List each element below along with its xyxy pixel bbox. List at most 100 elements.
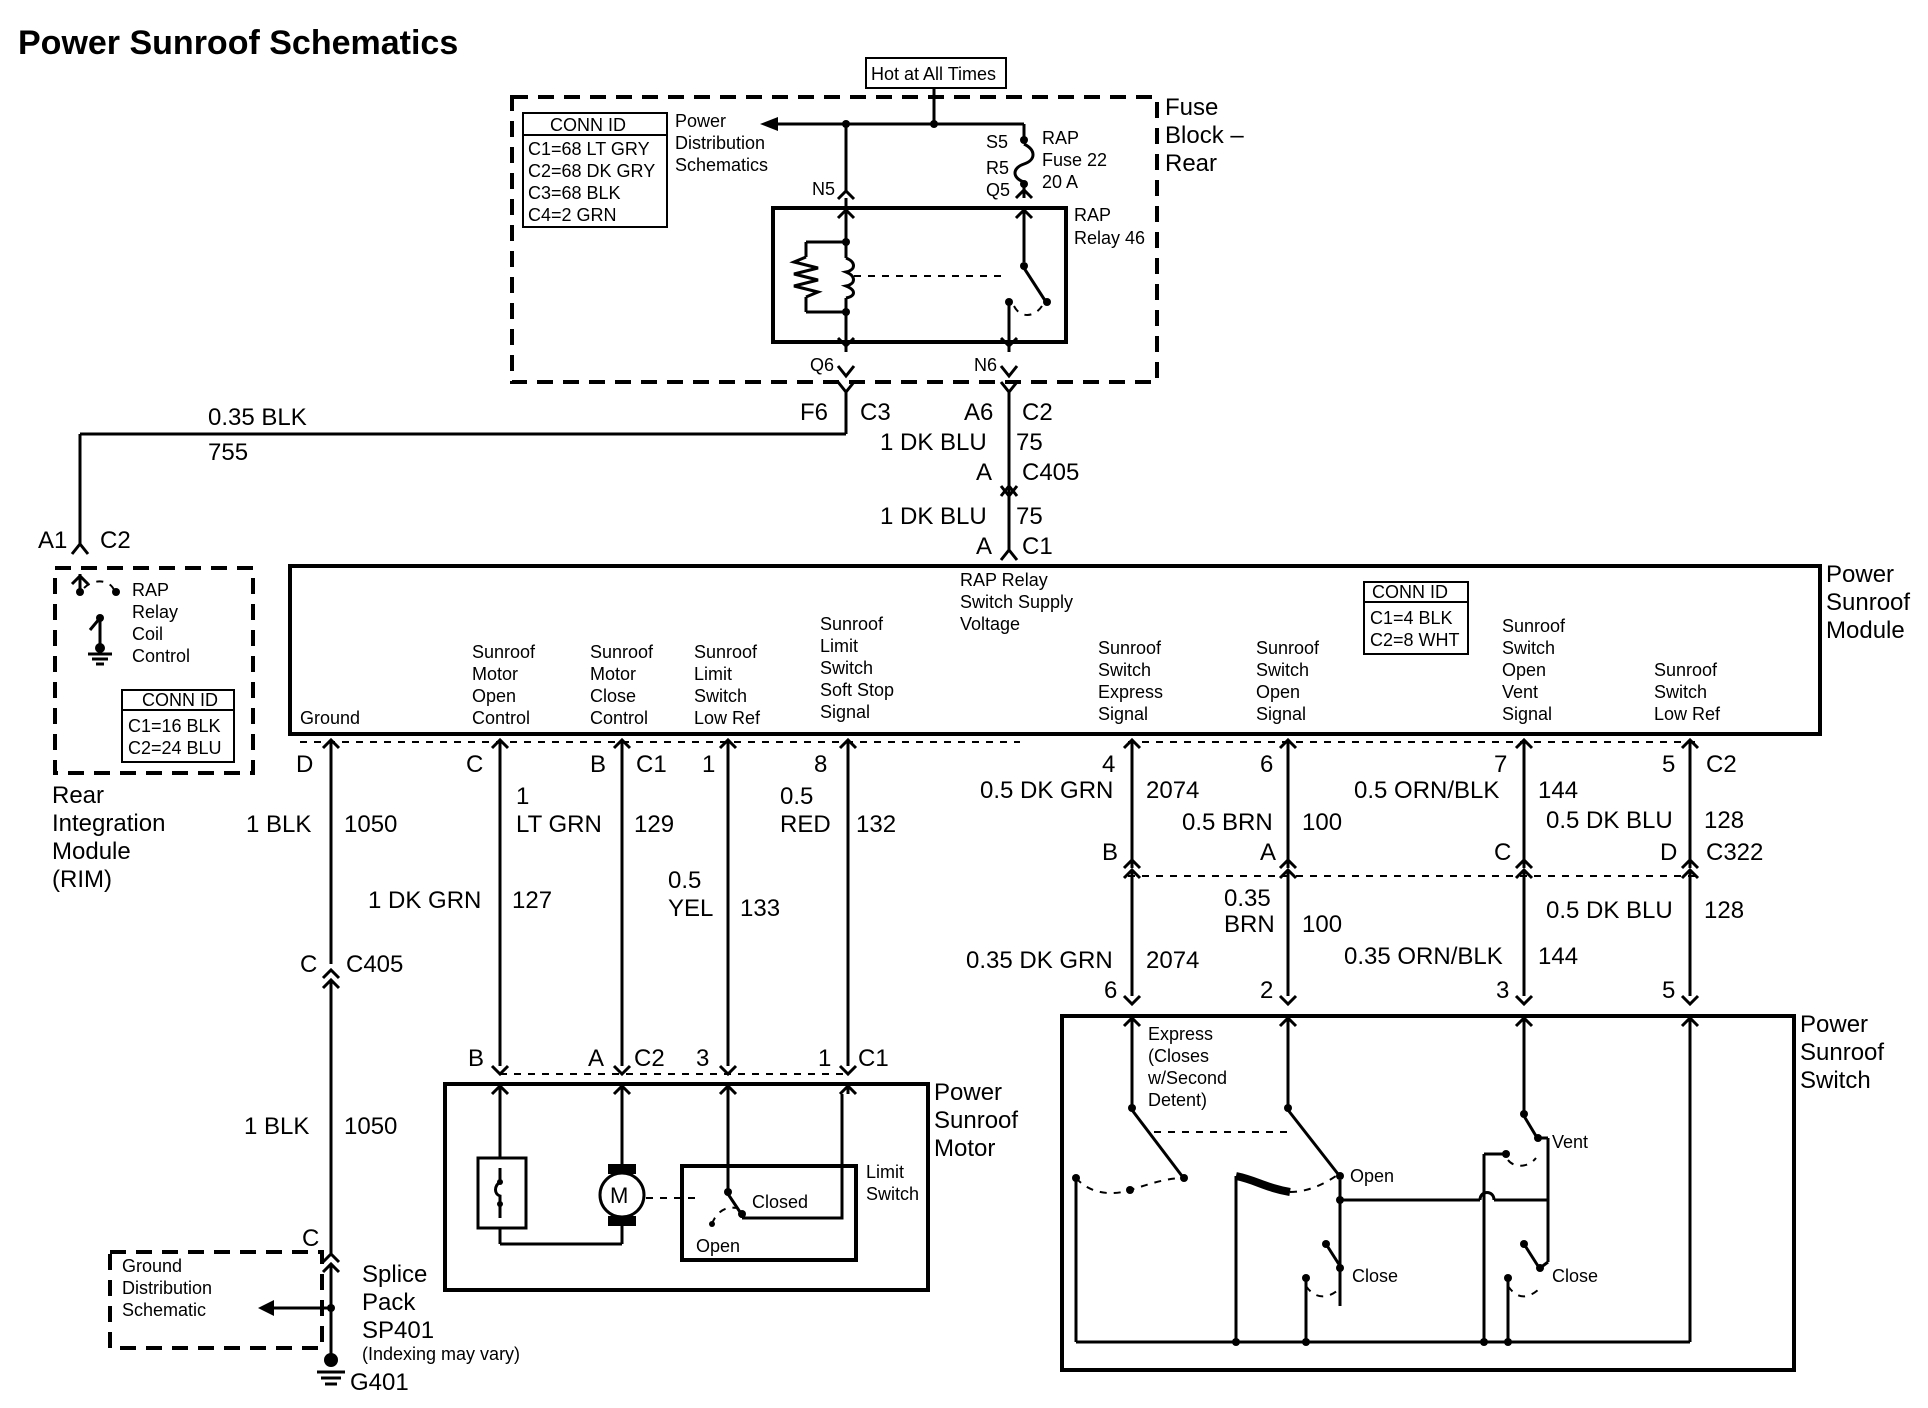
- svg-text:0.35 BLK: 0.35 BLK: [208, 404, 307, 431]
- svg-text:RAP: RAP: [1074, 205, 1111, 225]
- svg-text:Switch: Switch: [1256, 660, 1309, 680]
- svg-text:144: 144: [1538, 777, 1578, 804]
- power-sunroof-switch: Power Sunroof Switch Express (Closes w/S…: [1060, 1011, 1884, 1372]
- svg-text:Relay 46: Relay 46: [1074, 228, 1145, 248]
- svg-text:Sunroof: Sunroof: [820, 614, 884, 634]
- svg-text:Switch: Switch: [1098, 660, 1151, 680]
- fuse-labels: S5 R5 Q5 RAP Fuse 22 20 A: [986, 128, 1107, 200]
- svg-text:Express: Express: [1098, 682, 1163, 702]
- svg-text:N5: N5: [812, 179, 835, 199]
- svg-text:(RIM): (RIM): [52, 866, 112, 893]
- svg-text:Open: Open: [1256, 682, 1300, 702]
- svg-text:Rear: Rear: [1165, 150, 1217, 177]
- power-sunroof-motor: B A C2 3 1 C1 Power Sunroof Motor M Limi…: [443, 1045, 1018, 1292]
- svg-text:0.5 BRN: 0.5 BRN: [1182, 809, 1273, 836]
- svg-text:Power: Power: [675, 111, 726, 131]
- svg-text:6: 6: [1260, 751, 1273, 778]
- svg-text:C2: C2: [1706, 751, 1737, 778]
- svg-text:0.5: 0.5: [780, 783, 813, 810]
- wire-75-labels: A6 C2 1 DK BLU 75 A C405 1 DK BLU 75 A C…: [880, 399, 1079, 561]
- svg-text:Schematics: Schematics: [675, 155, 768, 175]
- svg-text:C: C: [302, 1225, 319, 1252]
- svg-text:0.5: 0.5: [668, 867, 701, 894]
- svg-text:0.35: 0.35: [1224, 885, 1271, 912]
- fuse-22-symbol: [1013, 142, 1035, 184]
- rap-relay-46: RAP Relay 46 N5 Q6 N6: [771, 179, 1145, 375]
- svg-text:Signal: Signal: [820, 702, 870, 722]
- svg-text:Sunroof: Sunroof: [934, 1107, 1018, 1134]
- svg-text:Low Ref: Low Ref: [1654, 704, 1721, 724]
- svg-text:Sunroof: Sunroof: [1098, 638, 1162, 658]
- svg-text:Sunroof: Sunroof: [590, 642, 654, 662]
- power-distribution-ref: Power Distribution Schematics: [675, 111, 768, 175]
- svg-text:LT GRN: LT GRN: [516, 811, 602, 838]
- svg-text:S5: S5: [986, 132, 1008, 152]
- svg-text:D: D: [296, 751, 313, 778]
- svg-text:Close: Close: [1552, 1266, 1598, 1286]
- svg-text:3: 3: [696, 1045, 709, 1072]
- svg-text:Sunroof: Sunroof: [1826, 589, 1910, 616]
- svg-text:1 DK BLU: 1 DK BLU: [880, 503, 987, 530]
- svg-text:1 DK BLU: 1 DK BLU: [880, 429, 987, 456]
- svg-text:75: 75: [1016, 503, 1043, 530]
- svg-text:Voltage: Voltage: [960, 614, 1020, 634]
- svg-text:3: 3: [1496, 977, 1509, 1004]
- svg-text:C1: C1: [858, 1045, 889, 1072]
- svg-text:1: 1: [702, 751, 715, 778]
- svg-text:Distribution: Distribution: [122, 1278, 212, 1298]
- svg-text:D: D: [1660, 839, 1677, 866]
- svg-text:Splice: Splice: [362, 1261, 427, 1288]
- svg-text:8: 8: [814, 751, 827, 778]
- fuse-block-output-connector: [78, 365, 1019, 550]
- svg-text:Power: Power: [1800, 1011, 1868, 1038]
- svg-text:Vent: Vent: [1552, 1132, 1588, 1152]
- svg-text:C3: C3: [860, 399, 891, 426]
- svg-text:C3=68 BLK: C3=68 BLK: [528, 183, 621, 203]
- svg-text:2074: 2074: [1146, 947, 1199, 974]
- svg-text:1: 1: [516, 783, 529, 810]
- svg-text:755: 755: [208, 439, 248, 466]
- svg-text:Close: Close: [590, 686, 636, 706]
- svg-text:B: B: [468, 1045, 484, 1072]
- svg-text:4: 4: [1102, 751, 1115, 778]
- svg-text:Switch: Switch: [820, 658, 873, 678]
- svg-text:Pack: Pack: [362, 1289, 416, 1316]
- svg-text:C405: C405: [1022, 459, 1079, 486]
- svg-text:RAP: RAP: [132, 580, 169, 600]
- svg-text:Sunroof: Sunroof: [1256, 638, 1320, 658]
- svg-text:Relay: Relay: [132, 602, 178, 622]
- left-wire-labels: 1 BLK 1050 1 DK GRN 127 1 LT GRN 129 0.5…: [244, 783, 896, 1252]
- svg-text:Control: Control: [590, 708, 648, 728]
- fuse-block-conn-id: CONN ID C1=68 LT GRY C2=68 DK GRY C3=68 …: [522, 112, 668, 228]
- left-wiring: [258, 737, 858, 1386]
- svg-text:Power: Power: [1826, 561, 1894, 588]
- svg-text:Power: Power: [934, 1079, 1002, 1106]
- svg-text:C: C: [1494, 839, 1511, 866]
- svg-text:2074: 2074: [1146, 777, 1199, 804]
- svg-text:G401: G401: [350, 1369, 409, 1396]
- svg-text:133: 133: [740, 895, 780, 922]
- right-wiring: [1122, 737, 1700, 1007]
- svg-text:Sunroof: Sunroof: [1654, 660, 1718, 680]
- svg-text:YEL: YEL: [668, 895, 713, 922]
- svg-text:M: M: [610, 1183, 628, 1208]
- svg-text:C322: C322: [1706, 839, 1763, 866]
- svg-text:Sunroof: Sunroof: [472, 642, 536, 662]
- svg-text:Switch: Switch: [694, 686, 747, 706]
- svg-text:N6: N6: [974, 355, 997, 375]
- svg-text:Hot at All Times: Hot at All Times: [871, 64, 996, 84]
- fuse-block-rear: Fuse Block – Rear: [510, 94, 1244, 384]
- svg-text:Motor: Motor: [934, 1135, 995, 1162]
- svg-text:Switch: Switch: [1654, 682, 1707, 702]
- svg-text:Open: Open: [1350, 1166, 1394, 1186]
- svg-text:Detent): Detent): [1148, 1090, 1207, 1110]
- page-title: Power Sunroof Schematics: [18, 24, 458, 62]
- svg-text:Fuse 22: Fuse 22: [1042, 150, 1107, 170]
- svg-text:R5: R5: [986, 158, 1009, 178]
- svg-text:C1: C1: [636, 751, 667, 778]
- svg-text:A: A: [976, 459, 992, 486]
- svg-text:0.5 DK BLU: 0.5 DK BLU: [1546, 807, 1673, 834]
- svg-text:Sunroof: Sunroof: [1800, 1039, 1884, 1066]
- svg-text:0.5 ORN/BLK: 0.5 ORN/BLK: [1354, 777, 1499, 804]
